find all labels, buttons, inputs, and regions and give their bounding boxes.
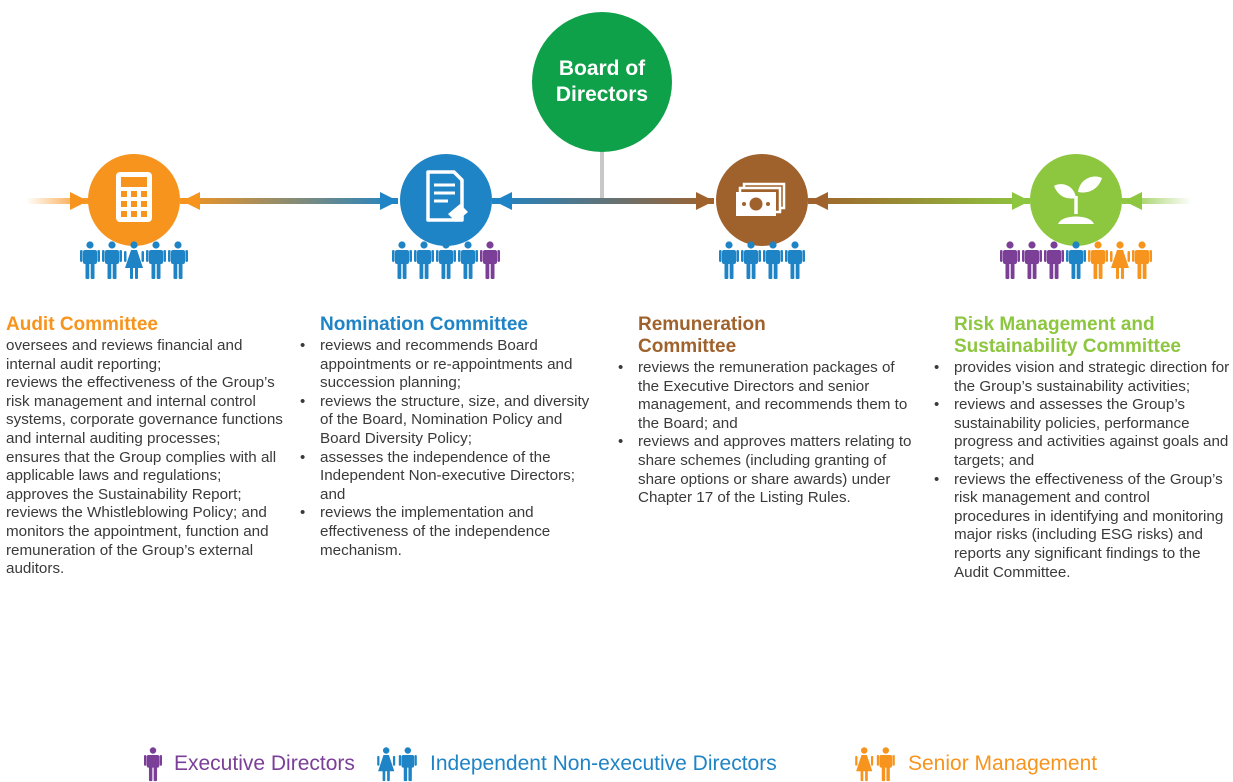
board-circle: [532, 12, 672, 152]
risk-committee-members: [1000, 241, 1152, 279]
independent-member-icon: [102, 241, 122, 279]
independent-member-icon: [124, 241, 144, 279]
connector-remuneration-risk: [808, 198, 1030, 204]
nomination-committee-duties: reviews and recommends Board appointment…: [296, 337, 596, 560]
connector-nomination-remuneration: [492, 198, 714, 204]
audit-duty: reviews the effectiveness of the Group’s…: [6, 374, 283, 447]
remuneration-duty: reviews and approves matters relating to…: [614, 433, 914, 507]
executive-director-icon: [144, 747, 162, 782]
senior-management-icon: [855, 747, 895, 782]
arrow-right-risk: [1012, 192, 1030, 210]
senior-member-icon: [1132, 241, 1152, 279]
risk-duty: provides vision and strategic direction …: [930, 359, 1230, 396]
connector-audit-nomination: [180, 198, 398, 204]
remuneration-committee-members: [719, 241, 805, 279]
audit-duty: approves the Sustainability Report;: [6, 485, 242, 503]
executive-member-icon: [1022, 241, 1042, 279]
independent-member-icon: [392, 241, 412, 279]
risk-title-line1: Risk Management and: [954, 314, 1155, 335]
board-title-line2: Directors: [555, 83, 649, 106]
audit-committee-duties: oversees and reviews financial and inter…: [6, 337, 296, 579]
arrow-left-audit: [182, 192, 200, 210]
remuneration-title-line1: Remuneration: [638, 314, 766, 335]
connector-lines: [26, 140, 1192, 204]
independent-member-icon: [458, 241, 478, 279]
independent-member-icon: [146, 241, 166, 279]
legend-senior-label: Senior Management: [908, 752, 1098, 775]
board-stem: [600, 140, 604, 198]
nomination-duty: reviews and recommends Board appointment…: [296, 337, 596, 393]
arrow-right-audit: [70, 192, 88, 210]
board-title: Board of Directors: [532, 56, 672, 108]
money-icon: [716, 154, 808, 246]
arrow-right-remuneration: [696, 192, 714, 210]
nomination-duty: reviews the implementation and effective…: [296, 504, 596, 560]
legend-executive: Executive Directors: [142, 746, 355, 782]
nomination-committee: Nomination Committee reviews and recomme…: [296, 314, 596, 560]
document-icon: [400, 154, 492, 246]
arrow-left-remuneration: [810, 192, 828, 210]
executive-member-icon: [1000, 241, 1020, 279]
independent-director-icon: [377, 747, 417, 782]
nomination-duty: assesses the independence of the Indepen…: [296, 449, 596, 505]
audit-committee: Audit Committee oversees and reviews fin…: [6, 314, 296, 579]
executive-member-icon: [480, 241, 500, 279]
independent-member-icon: [1066, 241, 1086, 279]
connector-left: [26, 198, 90, 204]
connector-right: [1122, 198, 1192, 204]
audit-duty: reviews the Whistleblowing Policy; and: [6, 504, 267, 522]
sprout-icon: [1030, 154, 1122, 246]
independent-member-icon: [785, 241, 805, 279]
calculator-icon: [88, 154, 180, 246]
nomination-committee-members: [392, 241, 500, 279]
board-title-line1: Board of: [558, 57, 646, 80]
remuneration-title-line2: Committee: [638, 336, 737, 357]
senior-member-icon: [1088, 241, 1108, 279]
independent-member-icon: [763, 241, 783, 279]
remuneration-committee-duties: reviews the remuneration packages of the…: [614, 359, 914, 508]
legend-independent-label: Independent Non-executive Directors: [430, 752, 777, 775]
independent-member-icon: [741, 241, 761, 279]
risk-committee-title: Risk Management and Sustainability Commi…: [930, 314, 1230, 358]
independent-member-icon: [414, 241, 434, 279]
executive-member-icon: [1044, 241, 1064, 279]
audit-committee-members: [80, 241, 188, 279]
remuneration-duty: reviews the remuneration packages of the…: [614, 359, 914, 433]
independent-member-icon: [80, 241, 100, 279]
audit-committee-title: Audit Committee: [6, 314, 158, 335]
audit-duty: oversees and reviews financial and inter…: [6, 337, 243, 373]
legend-independent: Independent Non-executive Directors: [374, 746, 777, 782]
independent-member-icon: [168, 241, 188, 279]
audit-duty: ensures that the Group complies with all…: [6, 448, 277, 485]
remuneration-committee-title: Remuneration Committee: [614, 314, 914, 358]
risk-title-line2: Sustainability Committee: [954, 336, 1181, 357]
risk-duty: reviews and assesses the Group’s sustain…: [930, 396, 1230, 470]
risk-committee-duties: provides vision and strategic direction …: [930, 359, 1230, 582]
independent-member-icon: [436, 241, 456, 279]
arrows: [70, 192, 1142, 210]
legend-senior: Senior Management: [852, 746, 1097, 782]
remuneration-committee: Remuneration Committee reviews the remun…: [614, 314, 914, 508]
risk-duty: reviews the effectiveness of the Group’s…: [930, 471, 1230, 583]
risk-committee: Risk Management and Sustainability Commi…: [930, 314, 1230, 582]
arrow-left-risk: [1124, 192, 1142, 210]
independent-member-icon: [719, 241, 739, 279]
nomination-duty: reviews the structure, size, and diversi…: [296, 393, 596, 449]
nomination-committee-title: Nomination Committee: [320, 314, 528, 335]
arrow-right-nomination: [380, 192, 398, 210]
senior-member-icon: [1110, 241, 1130, 279]
audit-duty: monitors the appointment, function and r…: [6, 522, 269, 578]
arrow-left-nomination: [494, 192, 512, 210]
legend-executive-label: Executive Directors: [174, 752, 355, 775]
